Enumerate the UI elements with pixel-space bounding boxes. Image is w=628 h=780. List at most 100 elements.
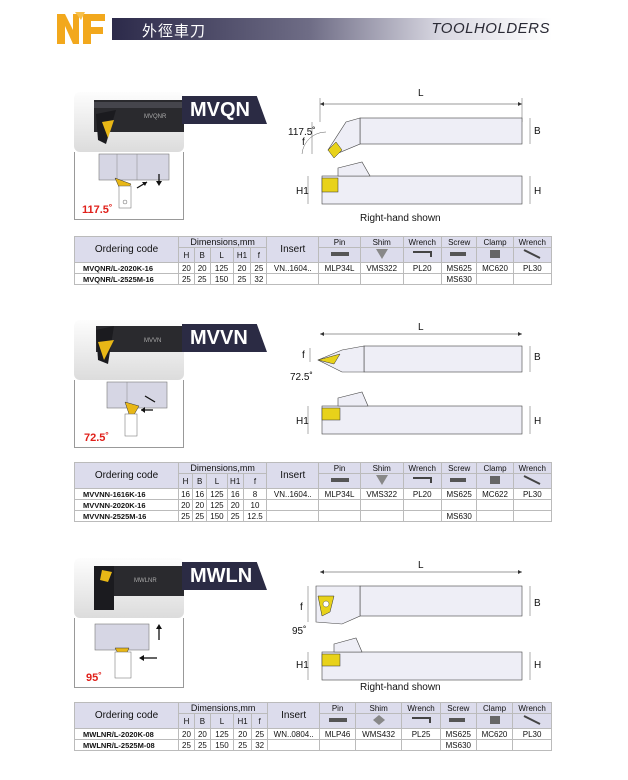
clamp-icon xyxy=(476,247,514,263)
cell-pin: MLP46 xyxy=(319,728,357,740)
cell-B: 25 xyxy=(193,273,211,285)
clamp-header: Clamp xyxy=(476,236,514,248)
cell-shim xyxy=(359,273,404,285)
ordering-code-header: Ordering code xyxy=(74,702,179,729)
ordering-code-header: Ordering code xyxy=(74,462,179,489)
cell-clamp: MC622 xyxy=(476,488,514,500)
clamp-icon xyxy=(475,713,514,729)
col-H1: H1 xyxy=(233,713,253,729)
ordering-code-header: Ordering code xyxy=(74,236,179,263)
cell-H: 20 xyxy=(177,499,194,511)
spec-table: Ordering code Dimensions,mm Insert Pin S… xyxy=(74,702,552,751)
screw-header: Screw xyxy=(439,702,477,714)
drawing-dim-L: L xyxy=(418,560,424,571)
cell-clamp xyxy=(476,510,514,522)
clamp-icon xyxy=(476,473,514,489)
cell-H1: 25 xyxy=(232,273,252,285)
cell-insert: WN..0804.. xyxy=(267,728,321,740)
shim-icon xyxy=(359,473,404,489)
table-row: MVVNN-1616K-16 16 16 125 16 8 VN..1604..… xyxy=(74,488,553,500)
cell-f: 25 xyxy=(250,262,268,274)
drawing-dim-B: B xyxy=(534,126,541,137)
cell-wrench2: PL30 xyxy=(512,728,552,740)
table-row: MVVNN-2525M-16 25 25 150 25 12.5 MS630 xyxy=(74,510,553,522)
ordering-code: MVVNN-2525M-16 xyxy=(74,510,179,522)
detail-angle: 95˚ xyxy=(86,672,102,684)
cell-f: 32 xyxy=(250,273,268,285)
shim-icon xyxy=(355,713,403,729)
cell-screw: MS625 xyxy=(439,728,477,740)
col-H: H xyxy=(178,247,195,263)
cell-H1: 20 xyxy=(233,728,253,740)
drawing-dim-f: f xyxy=(300,602,303,613)
ordering-code: MVVNN-2020K-16 xyxy=(74,499,179,511)
wrench2-icon xyxy=(512,473,553,489)
insert-header: Insert xyxy=(267,702,321,729)
table-row: MVQNR/L-2525M-16 25 25 150 25 32 MS630 xyxy=(74,273,553,285)
cell-L: 125 xyxy=(206,488,228,500)
shim-header: Shim xyxy=(359,236,404,248)
cell-screw xyxy=(440,499,478,511)
title-banner: 外徑車刀 TOOLHOLDERS xyxy=(112,18,552,40)
cell-pin xyxy=(318,499,361,511)
cell-screw: MS630 xyxy=(440,273,478,285)
detail-angle: 72.5˚ xyxy=(84,432,110,444)
cell-wrench: PL20 xyxy=(402,262,442,274)
cell-shim xyxy=(359,510,404,522)
model-tag: MVVN xyxy=(182,324,267,352)
drawing-dim-H: H xyxy=(534,660,542,671)
clamp-header: Clamp xyxy=(476,462,514,474)
model-tag: MVQN xyxy=(182,96,267,124)
cell-H1: 25 xyxy=(233,739,253,751)
clamp-header: Clamp xyxy=(475,702,514,714)
table-row: MWLNR/L-2020K-08 20 20 125 20 25 WN..080… xyxy=(74,728,552,740)
detail-view xyxy=(74,152,184,220)
cell-f: 32 xyxy=(251,739,269,751)
svg-text:MWLNR: MWLNR xyxy=(134,578,157,584)
wrench-icon xyxy=(402,473,442,489)
cell-shim: VMS322 xyxy=(359,488,404,500)
drawing-angle: 117.5˚ xyxy=(288,127,316,138)
cell-wrench xyxy=(402,273,442,285)
screw-icon xyxy=(440,473,478,489)
wrench-icon xyxy=(401,713,441,729)
drawing-caption: Right-hand shown xyxy=(360,213,441,224)
detail-view xyxy=(74,380,184,448)
cell-L: 150 xyxy=(209,273,234,285)
spec-table: Ordering code Dimensions,mm Insert Pin S… xyxy=(74,462,553,522)
shim-icon xyxy=(359,247,404,263)
pin-icon xyxy=(318,473,361,489)
cell-H: 25 xyxy=(178,273,195,285)
cell-B: 20 xyxy=(192,499,208,511)
cell-wrench xyxy=(402,499,442,511)
cell-L: 125 xyxy=(206,499,228,511)
cell-pin xyxy=(319,739,357,751)
cell-insert xyxy=(266,273,320,285)
cell-wrench xyxy=(401,739,441,751)
cell-H: 25 xyxy=(177,510,194,522)
cell-H1: 25 xyxy=(226,510,244,522)
cell-wrench: PL20 xyxy=(402,488,442,500)
tool-photo: MVQNR xyxy=(74,92,184,152)
drawing-caption: Right-hand shown xyxy=(360,682,441,693)
drawing-dim-f: f xyxy=(302,350,305,361)
technical-drawing xyxy=(282,328,552,448)
cell-insert xyxy=(266,499,320,511)
ordering-code: MVQNR/L-2525M-16 xyxy=(74,273,179,285)
cell-L: 125 xyxy=(209,262,234,274)
screw-icon xyxy=(440,247,478,263)
wrench2-header: Wrench xyxy=(512,462,553,474)
title-chinese: 外徑車刀 xyxy=(142,22,207,40)
insert-header: Insert xyxy=(266,462,320,489)
company-logo xyxy=(57,12,105,44)
technical-drawing xyxy=(282,566,552,696)
pin-header: Pin xyxy=(318,236,361,248)
col-f: f xyxy=(250,247,268,263)
cell-f: 8 xyxy=(242,488,268,500)
dimensions-header: Dimensions,mm xyxy=(177,236,268,248)
dimensions-header: Dimensions,mm xyxy=(177,462,268,474)
shim-header: Shim xyxy=(355,702,403,714)
svg-text:MVVN: MVVN xyxy=(144,338,161,344)
model-tag: MWLN xyxy=(182,562,267,590)
cell-pin: MLP34L xyxy=(318,488,361,500)
